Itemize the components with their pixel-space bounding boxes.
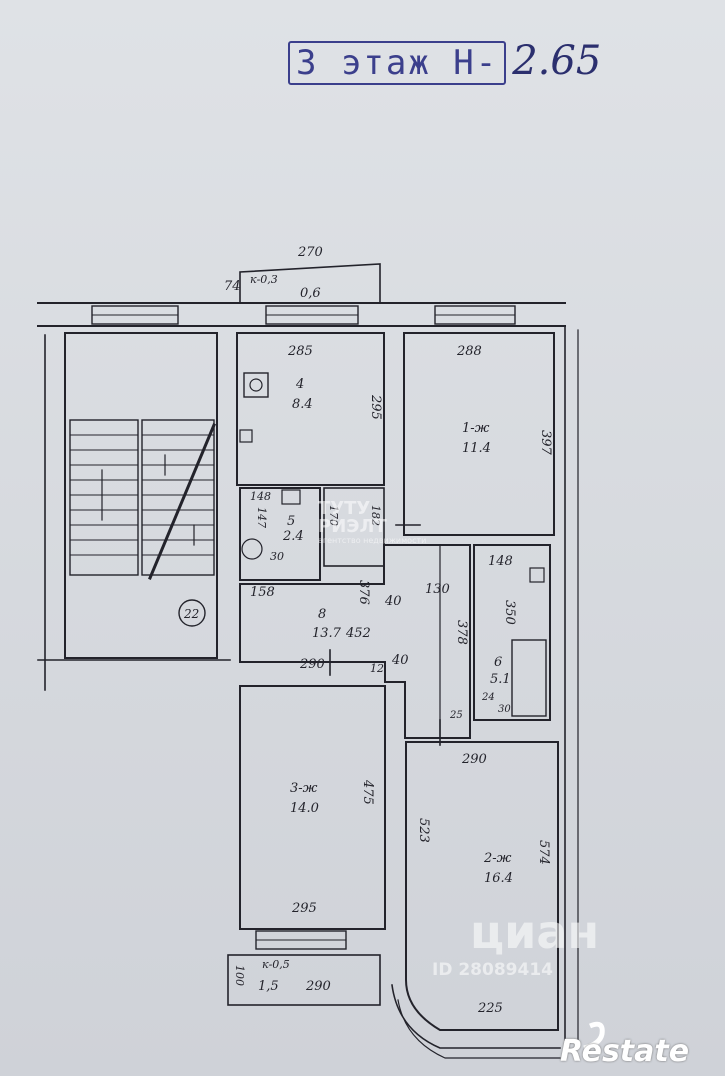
room-6-width: 148	[488, 554, 513, 569]
agency-watermark-line3: агентство недвижимости	[318, 536, 427, 545]
room-3-height: 475	[360, 779, 375, 805]
dim-25: 25	[449, 710, 463, 721]
agency-watermark-line2: РИЭЛТ	[318, 516, 387, 537]
dim-top-balcony-width: 270	[297, 245, 323, 260]
room-6-height: 350	[502, 600, 517, 625]
dim-130: 130	[425, 582, 450, 597]
room-3-number: 3-ж	[290, 781, 318, 796]
dim-158: 158	[250, 585, 275, 600]
room-4-height: 295	[368, 394, 383, 420]
room-2-area: 16.4	[484, 871, 513, 886]
bottom-balcony-width: 290	[305, 979, 331, 994]
room-1-number: 1-ж	[462, 421, 490, 436]
top-balcony-area: 0,6	[300, 286, 321, 301]
dim-523: 523	[416, 818, 431, 843]
dim-376: 376	[356, 580, 371, 605]
floor-stamp: 3 этаж Н-2.65	[288, 38, 602, 85]
dim-225: 225	[477, 1001, 503, 1016]
bottom-balcony-depth: 100	[233, 965, 246, 986]
restate-logo-mark	[583, 1021, 605, 1051]
dim-24: 24	[481, 692, 495, 703]
room-4-area: 8.4	[292, 397, 313, 412]
bottom-balcony-area: 1,5	[258, 979, 279, 994]
agency-watermark: ТУТУ РИЭЛТ агентство недвижимости	[318, 500, 426, 546]
restate-logo: Restate	[560, 1020, 720, 1070]
room-8-width: 290	[299, 657, 325, 672]
agency-watermark-line1: ТУТУ	[318, 498, 371, 519]
room-2-width: 290	[461, 752, 487, 767]
room-2-number: 2-ж	[483, 851, 512, 866]
dim-30b: 30	[498, 704, 511, 715]
room-8-number: 8	[318, 607, 326, 622]
dim-top-balcony-depth: 74	[224, 279, 241, 294]
dim-30: 30	[270, 550, 284, 563]
cian-id-watermark: ID 28089414	[432, 960, 553, 980]
room-5-number: 5	[287, 514, 295, 529]
dim-12: 12	[370, 662, 384, 675]
bottom-balcony-coef: к-0,5	[262, 958, 290, 971]
room-5-height: 147	[255, 507, 268, 528]
cian-watermark: циан	[470, 905, 600, 959]
room-5-area: 2.4	[282, 529, 304, 544]
room-4-number: 4	[295, 377, 304, 392]
dim-170: 170	[327, 505, 340, 526]
ceiling-height-note: 2.65	[512, 38, 602, 84]
room-5-width: 148	[250, 490, 271, 503]
dim-378: 378	[454, 620, 469, 645]
room-1-width: 288	[456, 344, 482, 359]
room-4-width: 285	[287, 344, 313, 359]
dim-40b: 40	[391, 653, 409, 668]
room-1-height: 397	[538, 430, 553, 456]
dim-40a: 40	[384, 594, 402, 609]
room-2-height: 574	[536, 840, 551, 865]
room-6-number: 6	[494, 655, 502, 670]
room-3-area: 14.0	[290, 801, 319, 816]
stairwell-number: 22	[183, 607, 199, 621]
restate-logo-text: Restate	[560, 1034, 690, 1069]
dim-182: 182	[369, 505, 382, 526]
room-8-height: 452	[345, 626, 371, 641]
top-balcony-coef: к-0,3	[250, 273, 278, 286]
floor-stamp-text: 3 этаж Н-	[288, 41, 507, 85]
room-3-width: 295	[291, 901, 317, 916]
room-1-area: 11.4	[462, 441, 491, 456]
room-8-area: 13.7	[312, 626, 342, 641]
room-6-area: 5.1	[490, 672, 511, 687]
